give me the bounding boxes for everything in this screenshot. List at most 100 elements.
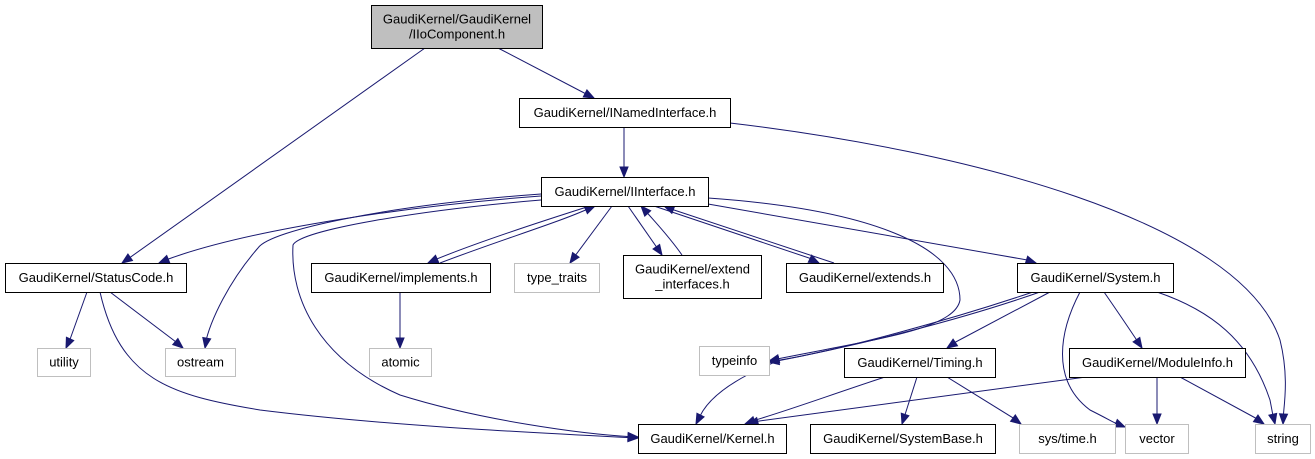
node-label: GaudiKernel/System.h: [1030, 270, 1160, 285]
edge-line: [497, 47, 591, 97]
node-box: [1019, 424, 1116, 454]
edge-line: [902, 376, 918, 422]
arrowhead-icon: [1252, 414, 1266, 425]
arrowhead-icon: [652, 243, 663, 257]
node-label: GaudiKernel/IInterface.h: [555, 184, 696, 199]
edge-line: [1179, 376, 1262, 422]
node-statuscode[interactable]: GaudiKernel/StatusCode.h: [5, 263, 187, 293]
node-typeinfo: typeinfo: [699, 346, 770, 376]
node-moduleinfo[interactable]: GaudiKernel/ModuleInfo.h: [1069, 348, 1246, 378]
node-box: [369, 348, 432, 377]
node-iinterface[interactable]: GaudiKernel/IInterface.h: [541, 177, 709, 207]
node-implements[interactable]: GaudiKernel/implements.h: [311, 263, 491, 293]
edge-extend_if-to-iinterface: [640, 205, 683, 256]
arrowhead-icon: [945, 338, 959, 349]
node-systembase[interactable]: GaudiKernel/SystemBase.h: [810, 424, 996, 454]
node-box: [844, 348, 996, 378]
edge-iinterface-to-implements: [426, 205, 591, 264]
node-kernel[interactable]: GaudiKernel/Kernel.h: [638, 424, 787, 454]
node-box: [5, 263, 187, 293]
arrowhead-icon: [1113, 418, 1127, 428]
arrowhead-icon: [395, 337, 405, 350]
arrowhead-icon: [1268, 412, 1278, 426]
edge-system-to-vector: [1062, 291, 1127, 428]
arrowhead-icon: [582, 88, 596, 99]
edge-line: [204, 193, 542, 346]
edge-moduleinfo-to-string: [1179, 376, 1266, 425]
edge-iinterface-to-type_traits: [569, 205, 613, 265]
node-string: string: [1255, 424, 1311, 454]
edge-implements-to-atomic: [395, 292, 405, 350]
edge-line: [1103, 291, 1141, 346]
node-type_traits: type_traits: [514, 263, 600, 293]
node-label: _interfaces.h: [654, 277, 729, 292]
arrowhead-icon: [171, 337, 185, 349]
node-box: [1069, 348, 1246, 378]
node-label: type_traits: [527, 270, 587, 285]
node-systime: sys/time.h: [1019, 424, 1116, 454]
edge-system-to-timing: [945, 291, 1051, 349]
node-box: [311, 263, 491, 293]
arrowhead-icon: [1024, 255, 1038, 265]
edge-line: [949, 291, 1051, 346]
node-atomic: atomic: [369, 348, 432, 377]
arrowhead-icon: [1278, 413, 1289, 426]
node-system[interactable]: GaudiKernel/System.h: [1017, 263, 1174, 293]
node-label: GaudiKernel/implements.h: [324, 270, 477, 285]
node-label: vector: [1139, 431, 1175, 446]
arrowhead-icon: [627, 432, 640, 443]
edge-line: [748, 376, 886, 423]
edge-line: [1156, 291, 1275, 422]
edge-line: [124, 47, 426, 262]
arrowhead-icon: [157, 254, 171, 264]
node-label: /IIoComponent.h: [409, 27, 505, 42]
node-label: GaudiKernel/INamedInterface.h: [534, 105, 717, 120]
node-label: GaudiKernel/ModuleInfo.h: [1082, 355, 1233, 370]
edge-timing-to-kernel: [743, 376, 886, 425]
edge-timing-to-systime: [946, 376, 1023, 425]
arrowhead-icon: [1152, 413, 1162, 426]
edge-system-to-moduleinfo: [1103, 291, 1143, 350]
arrowhead-icon: [1132, 336, 1143, 350]
edge-line: [667, 207, 835, 264]
edge-iocomp-to-inamed: [497, 47, 596, 99]
node-inamed[interactable]: GaudiKernel/INamedInterface.h: [519, 98, 731, 128]
node-label: GaudiKernel/extends.h: [799, 270, 931, 285]
arrowhead-icon: [569, 251, 580, 265]
node-box: [541, 177, 709, 207]
edge-statuscode-to-ostream: [109, 291, 185, 349]
edge-extends-to-iinterface: [662, 205, 835, 264]
node-extends[interactable]: GaudiKernel/extends.h: [786, 263, 944, 293]
node-box: [1125, 424, 1189, 454]
edge-line: [431, 205, 591, 262]
node-extend_if[interactable]: GaudiKernel/extend_interfaces.h: [623, 255, 762, 299]
edge-iinterface-to-kernel: [292, 199, 640, 442]
edge-line: [946, 376, 1019, 422]
node-timing[interactable]: GaudiKernel/Timing.h: [844, 348, 996, 378]
edge-system-to-kernel: [695, 291, 1034, 426]
arrowhead-icon: [807, 254, 821, 264]
edge-iinterface-to-extend_if: [627, 205, 663, 257]
node-box: [165, 348, 236, 377]
edge-line: [109, 291, 181, 346]
node-label: GaudiKernel/GaudiKernel: [383, 12, 531, 27]
node-iocomp[interactable]: GaudiKernel/GaudiKernel/IIoComponent.h: [371, 5, 543, 49]
arrowhead-icon: [583, 205, 597, 215]
node-box: [810, 424, 996, 454]
node-box: [1255, 424, 1311, 454]
node-box: [638, 424, 787, 454]
arrowhead-icon: [1009, 413, 1023, 425]
edge-inamed-to-string: [729, 122, 1289, 426]
edge-line: [67, 291, 88, 346]
edge-line: [751, 376, 1087, 423]
node-label: ostream: [177, 355, 224, 370]
edge-iinterface-to-extends: [653, 205, 821, 264]
node-box: [514, 263, 600, 293]
edge-line: [99, 291, 636, 439]
node-label: string: [1267, 431, 1299, 446]
edges-layer: [65, 47, 1289, 443]
node-label: GaudiKernel/Timing.h: [857, 355, 982, 370]
edge-statuscode-to-kernel: [99, 291, 640, 443]
edge-iocomp-to-statuscode: [120, 47, 426, 264]
